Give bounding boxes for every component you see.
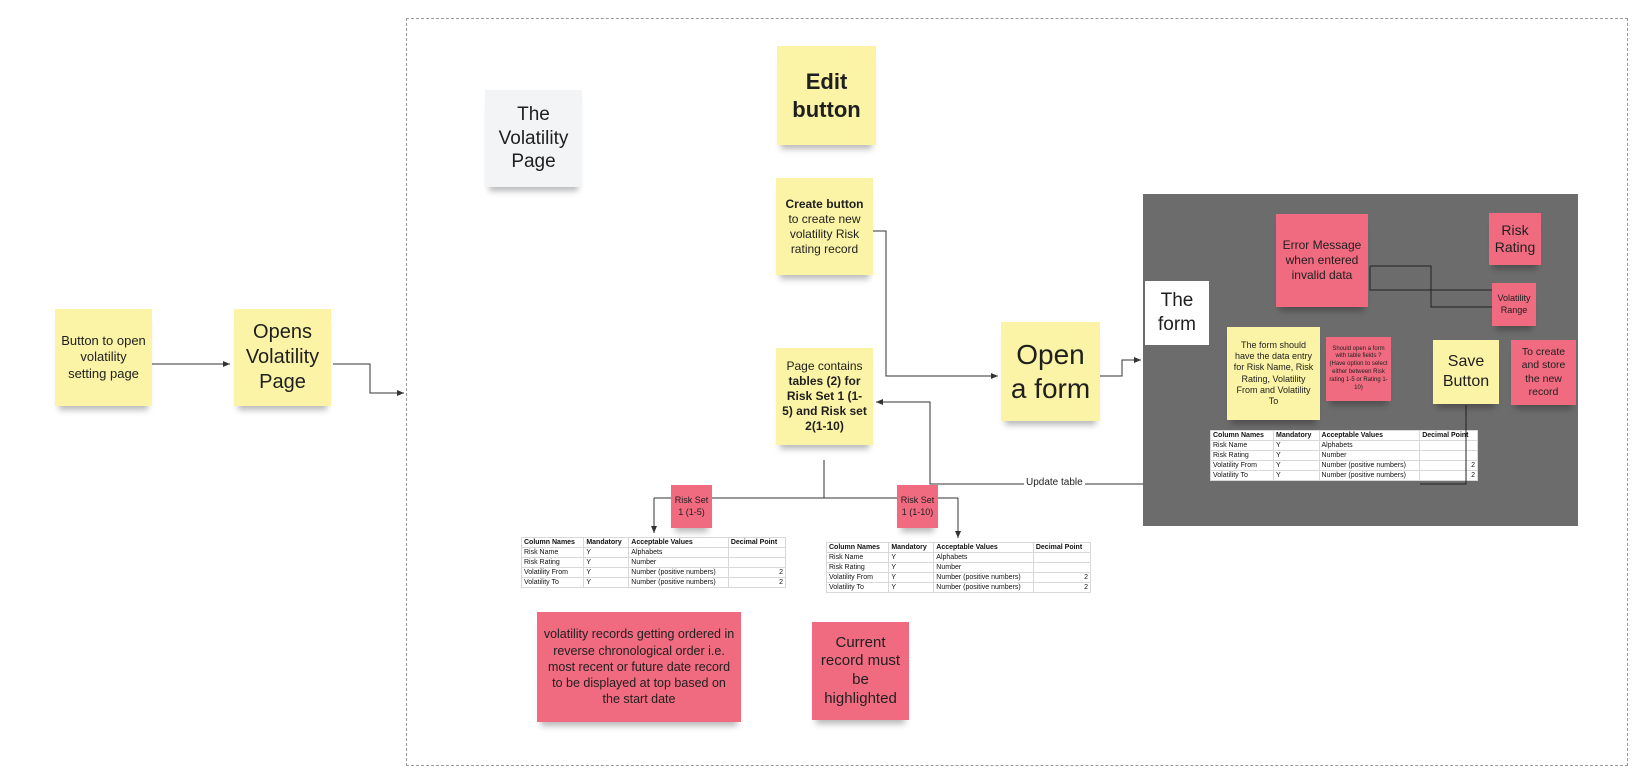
note-text: Edit button <box>792 69 861 122</box>
note-bold: Create button <box>785 196 864 211</box>
note-rest: to create new volatility Risk rating rec… <box>788 211 861 256</box>
note-text: Opens Volatility Page <box>245 321 320 393</box>
note-open-form: Open a form <box>1001 322 1100 421</box>
note-volatility-range: Volatility Range <box>1492 283 1536 326</box>
note-text: Save Button <box>1442 353 1490 390</box>
table-cell: Volatility To <box>520 577 585 588</box>
note-text: Current record must be highlighted <box>820 633 901 707</box>
volatility-frame <box>406 18 1628 766</box>
note-bold: tables (2) for Risk Set 1 (1-5) and Risk… <box>782 374 867 433</box>
arrow-openform-to-panel <box>1100 357 1141 377</box>
note-the-form: The form <box>1145 281 1209 345</box>
note-form-data-entry: The form should have the data entry for … <box>1227 327 1320 420</box>
note-volatility-page: The Volatility Page <box>485 90 582 187</box>
connector-error-to-range <box>1369 266 1492 308</box>
note-text: Error Message when entered invalid data <box>1282 238 1362 282</box>
table-cell: 2 <box>727 577 787 588</box>
note-pre: Page contains <box>786 359 863 373</box>
table-cell: Y <box>888 582 935 593</box>
table-cell: 2 <box>1032 582 1092 593</box>
arrow-create-to-form <box>873 230 998 379</box>
table-cell: Number (positive numbers) <box>1318 470 1421 481</box>
arrow-opens-to-frame <box>333 363 404 396</box>
note-text: Should open a form with table fields ? (… <box>1329 345 1388 391</box>
note-risk-set-b: Risk Set 1 (1-10) <box>897 485 938 528</box>
note-form-options: Should open a form with table fields ? (… <box>1326 337 1391 401</box>
connector-error-to-rating <box>1370 265 1492 291</box>
arrow-save-down <box>1420 405 1467 485</box>
note-to-create: To create and store the new record <box>1511 340 1576 405</box>
note-opens-volatility: Opens Volatility Page <box>234 309 331 406</box>
note-risk-set-a: Risk Set 1 (1-5) <box>671 485 712 528</box>
note-text: Risk Rating <box>1494 221 1536 256</box>
note-text: Button to open volatility setting page <box>61 333 146 381</box>
table-cell: Volatility To <box>825 582 890 593</box>
table-cell: Y <box>583 577 630 588</box>
note-ordering: volatility records getting ordered in re… <box>537 612 741 722</box>
note-button-to-open: Button to open volatility setting page <box>55 309 152 406</box>
note-save-button: Save Button <box>1433 340 1499 404</box>
note-text: To create and store the new record <box>1521 346 1566 398</box>
note-text: The form should have the data entry for … <box>1233 339 1314 406</box>
note-text: Risk Set 1 (1-5) <box>674 495 709 517</box>
note-text: Open a form <box>1010 338 1091 404</box>
update-table-label: Update table <box>1024 477 1085 488</box>
note-text: The Volatility Page <box>498 103 569 173</box>
table-cell: 2 <box>1419 470 1478 481</box>
note-text: volatility records getting ordered in re… <box>543 627 735 707</box>
note-edit-button: Edit button <box>777 46 876 145</box>
note-text: The form <box>1158 290 1196 335</box>
note-error-message: Error Message when entered invalid data <box>1276 214 1368 307</box>
note-text: Risk Set 1 (1-10) <box>900 495 935 517</box>
note-text: Volatility Range <box>1497 293 1531 315</box>
table-cell: Volatility To <box>1209 470 1275 481</box>
note-current-record: Current record must be highlighted <box>812 622 909 720</box>
note-risk-rating: Risk Rating <box>1489 213 1541 265</box>
